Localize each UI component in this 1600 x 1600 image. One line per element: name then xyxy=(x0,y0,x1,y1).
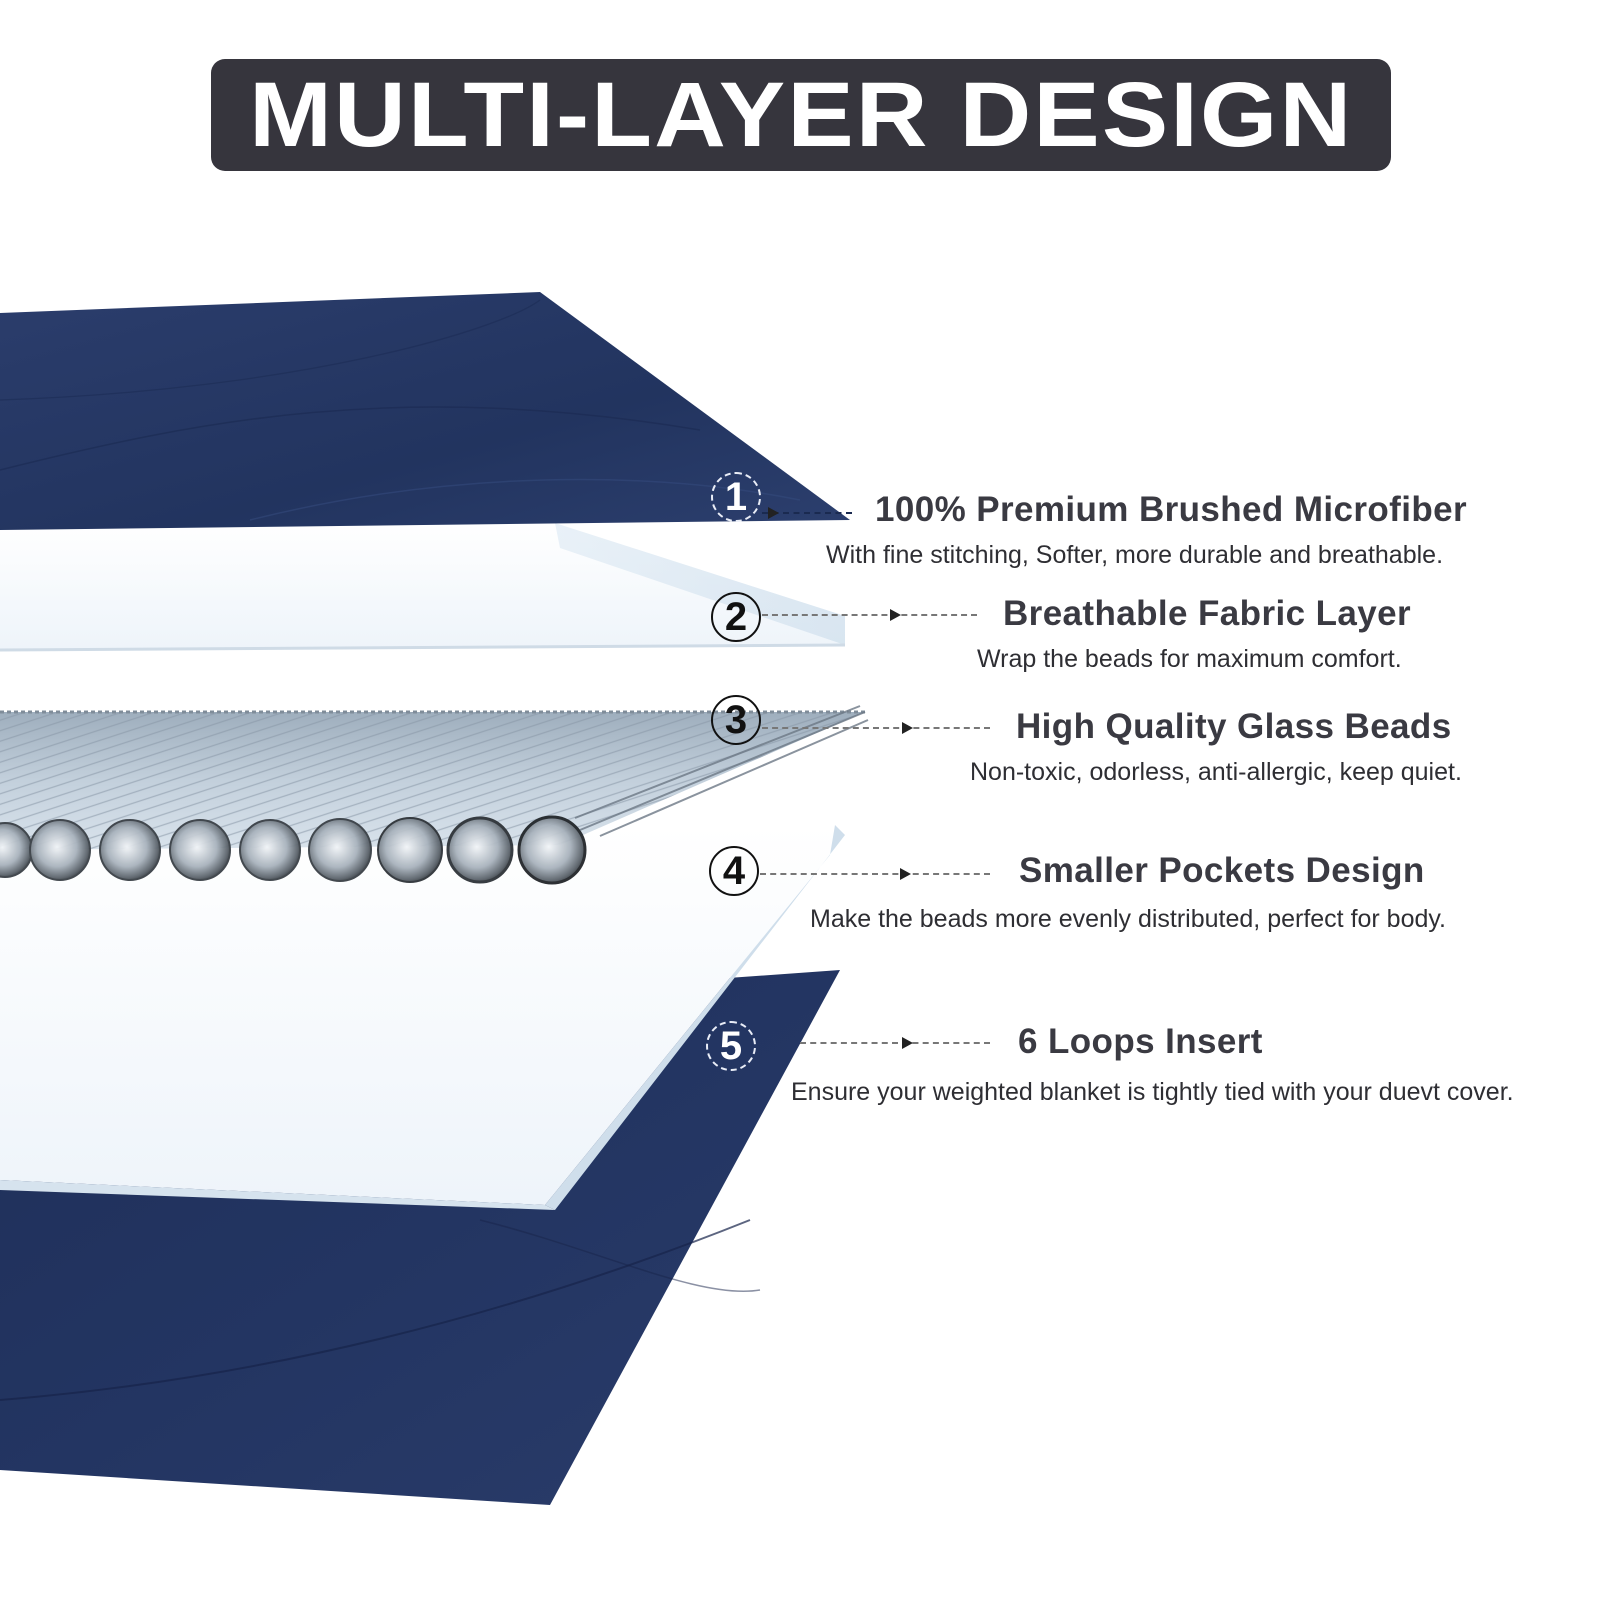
number-badge-2: 2 xyxy=(711,592,761,642)
layer-5-title: 6 Loops Insert xyxy=(1018,1022,1263,1061)
leader-line-1 xyxy=(762,512,852,514)
number-badge-1: 1 xyxy=(711,472,761,522)
layer-3-description: Non-toxic, odorless, anti-allergic, keep… xyxy=(970,758,1462,786)
title-banner: MULTI-LAYER DESIGN xyxy=(211,59,1391,171)
leader-line-2 xyxy=(762,614,977,616)
arrow-icon xyxy=(902,1037,913,1049)
arrow-icon xyxy=(890,609,901,621)
leader-line-3 xyxy=(762,727,990,729)
layer-1-description: With fine stitching, Softer, more durabl… xyxy=(826,541,1444,569)
layer-1-navy-microfiber xyxy=(0,292,850,530)
layer-3-title: High Quality Glass Beads xyxy=(1016,707,1452,746)
page-title: MULTI-LAYER DESIGN xyxy=(248,63,1354,166)
layer-1-title: 100% Premium Brushed Microfiber xyxy=(875,490,1468,529)
bead-row xyxy=(0,815,587,885)
leader-line-5 xyxy=(800,1042,990,1044)
number-badge-4: 4 xyxy=(709,846,759,896)
layer-4-title: Smaller Pockets Design xyxy=(1019,851,1425,890)
arrow-icon xyxy=(768,507,779,519)
layer-2-title: Breathable Fabric Layer xyxy=(1003,594,1411,633)
arrow-icon xyxy=(900,868,911,880)
layer-5-description: Ensure your weighted blanket is tightly … xyxy=(791,1078,1514,1106)
layer-4-description: Make the beads more evenly distributed, … xyxy=(810,905,1446,933)
arrow-icon xyxy=(902,722,913,734)
layer-4-white-pockets xyxy=(0,825,835,1205)
number-badge-5: 5 xyxy=(706,1021,756,1071)
number-badge-3: 3 xyxy=(711,695,761,745)
leader-line-4 xyxy=(760,873,990,875)
layer-2-description: Wrap the beads for maximum comfort. xyxy=(977,645,1402,673)
